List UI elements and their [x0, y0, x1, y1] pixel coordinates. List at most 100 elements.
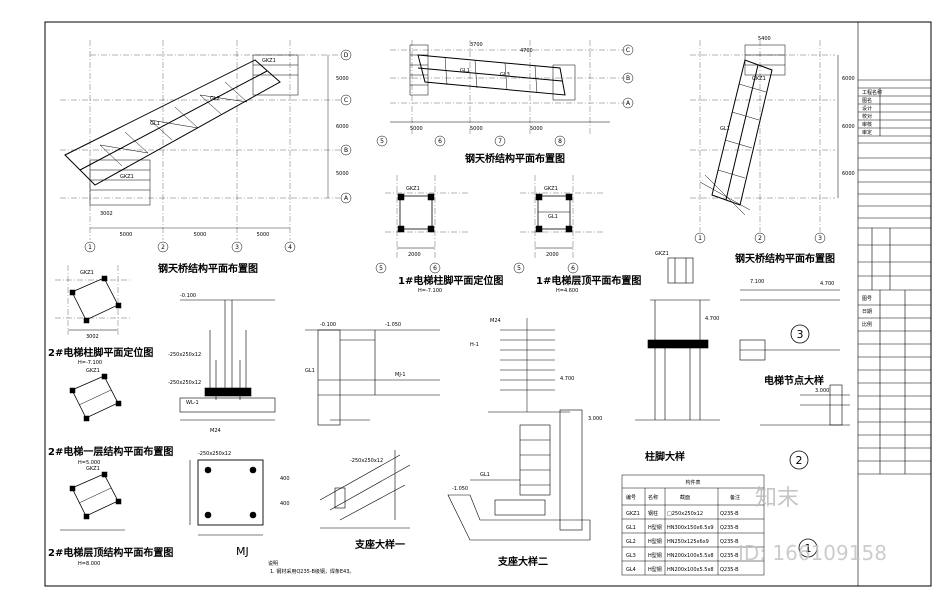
svg-text:1: 1 [698, 235, 702, 242]
svg-text:GL3: GL3 [500, 72, 510, 78]
svg-text:-250x250x12: -250x250x12 [168, 352, 201, 358]
svg-text:说明: 说明 [268, 560, 278, 567]
svg-text:C: C [626, 47, 630, 54]
svg-text:400: 400 [280, 501, 290, 507]
lift1-position-plan [385, 175, 470, 260]
svg-text:5000: 5000 [194, 232, 207, 238]
corridor-plan-b-title: 钢天桥结构平面布置图 [465, 152, 565, 165]
svg-text:A: A [626, 100, 631, 107]
svg-text:名称: 名称 [648, 494, 658, 501]
svg-text:3: 3 [818, 235, 822, 242]
svg-text:5: 5 [380, 138, 384, 145]
svg-text:3.000: 3.000 [815, 388, 829, 394]
svg-text:HN200x100x5.5x8: HN200x100x5.5x8 [667, 567, 714, 573]
svg-text:5000: 5000 [470, 126, 483, 132]
column-base-elevation [635, 257, 720, 421]
svg-text:GL1: GL1 [480, 472, 490, 478]
svg-text:1. 钢材采用Q235-B级钢，焊条E43。: 1. 钢材采用Q235-B级钢，焊条E43。 [270, 568, 354, 575]
svg-text:5400: 5400 [758, 36, 771, 42]
svg-text:5000: 5000 [120, 232, 133, 238]
svg-text:GKZ1: GKZ1 [80, 270, 94, 276]
lift2-top-plan [60, 471, 125, 531]
svg-text:H=8.000: H=8.000 [78, 561, 100, 567]
svg-text:GL2: GL2 [210, 96, 220, 102]
svg-text:6000: 6000 [842, 76, 855, 82]
svg-text:4.700: 4.700 [560, 376, 574, 382]
svg-text:Q235-B: Q235-B [720, 539, 739, 545]
svg-text:日期: 日期 [862, 309, 872, 315]
svg-text:GL1: GL1 [305, 368, 315, 374]
svg-text:6000: 6000 [842, 171, 855, 177]
svg-text:H型钢: H型钢 [648, 538, 662, 545]
svg-text:图号: 图号 [862, 296, 872, 302]
corridor-plan-c [690, 40, 839, 232]
svg-text:4700: 4700 [520, 48, 533, 54]
svg-text:校对: 校对 [862, 113, 872, 120]
svg-text:2: 2 [796, 454, 803, 467]
svg-text:□250x250x12: □250x250x12 [667, 511, 703, 517]
svg-text:H=-7.100: H=-7.100 [418, 288, 442, 294]
svg-text:D: D [344, 52, 349, 59]
corridor-plan-a-title: 钢天桥结构平面布置图 [158, 262, 258, 275]
svg-text:5000: 5000 [336, 76, 349, 82]
svg-text:1#电梯层顶平面布置图: 1#电梯层顶平面布置图 [536, 274, 641, 287]
embed-plate-mj-text: 400 400 -250x250x12 MJ 说明 1. 钢材采用Q235-B级… [198, 451, 354, 575]
svg-text:GKZ1: GKZ1 [752, 76, 766, 82]
svg-text:1: 1 [805, 542, 812, 555]
svg-text:7.100: 7.100 [750, 279, 764, 285]
svg-text:-250x250x12: -250x250x12 [198, 451, 231, 457]
section-mj1 [305, 329, 440, 426]
svg-text:5000: 5000 [257, 232, 270, 238]
svg-text:3002: 3002 [100, 211, 113, 217]
lift1-top-plan [520, 175, 605, 260]
support-detail-1 [319, 450, 411, 529]
component-table [621, 474, 765, 576]
component-table-text: 构件表 编号 名称 截面 备注 GKZ1 钢柱 □250x250x12 Q235… [626, 479, 740, 573]
svg-text:5000: 5000 [530, 126, 543, 132]
svg-text:GL1: GL1 [720, 126, 730, 132]
svg-text:MJ: MJ [236, 545, 249, 558]
svg-text:H=4.600: H=4.600 [556, 288, 578, 294]
svg-text:B: B [626, 75, 630, 82]
svg-text:构件表: 构件表 [685, 479, 700, 486]
support-detail-1-text: -250x250x12 支座大样一 [350, 458, 405, 551]
svg-text:3: 3 [797, 328, 804, 341]
svg-text:5: 5 [379, 265, 383, 272]
svg-text:钢柱: 钢柱 [648, 510, 658, 517]
corridor-plan-a-axes: 1 2 3 4 D C B A 5000 5000 5000 5000 6000… [84, 49, 352, 253]
svg-text:GL1: GL1 [150, 121, 160, 127]
svg-text:Q235-B: Q235-B [720, 553, 739, 559]
svg-text:-0.100: -0.100 [180, 293, 196, 299]
corridor-plan-c-axes: 1 2 3 6000 6000 6000 5400 GL1 GKZ1 [694, 36, 855, 244]
svg-text:H型钢: H型钢 [648, 566, 662, 573]
corridor-plan-a [60, 40, 340, 240]
column-base-section [179, 299, 276, 421]
svg-text:审核: 审核 [862, 121, 872, 128]
svg-text:GKZ1: GKZ1 [626, 511, 640, 517]
svg-text:GKZ1: GKZ1 [544, 186, 558, 192]
support-detail-2-text: -1.050 GL1 3.000 支座大样二 [452, 416, 602, 568]
svg-text:支座大样二: 支座大样二 [497, 555, 548, 568]
svg-text:2000: 2000 [546, 252, 559, 258]
lift1-top-plan-text: 5 6 GKZ1 GL1 2000 1#电梯层顶平面布置图 H=4.600 [513, 186, 641, 294]
svg-text:WL-1: WL-1 [186, 400, 199, 406]
svg-text:GL1: GL1 [626, 525, 636, 531]
svg-text:C: C [344, 97, 348, 104]
embed-plate-mj [189, 459, 264, 536]
svg-text:M24: M24 [210, 428, 221, 434]
watermark: 知末 ID: 166109158 [738, 486, 887, 565]
lift2-top-plan-text: GKZ1 2#电梯层顶结构平面布置图 H=8.000 [48, 466, 173, 567]
svg-text:M24: M24 [490, 318, 501, 324]
svg-text:比例: 比例 [862, 321, 872, 328]
svg-text:GL1: GL1 [548, 214, 558, 220]
svg-text:6: 6 [571, 265, 575, 272]
svg-text:GL2: GL2 [626, 539, 636, 545]
svg-text:HN250x125x6x9: HN250x125x6x9 [667, 539, 709, 545]
support-detail-2 [447, 409, 591, 541]
svg-text:GKZ1: GKZ1 [86, 368, 100, 374]
svg-text:编号: 编号 [626, 494, 636, 501]
watermark-logo: 知末 [755, 486, 799, 511]
corridor-plan-b-axes: 5 6 7 8 C B A 5000 5000 5000 3700 4700 G… [376, 42, 634, 147]
svg-text:H-1: H-1 [470, 342, 479, 348]
